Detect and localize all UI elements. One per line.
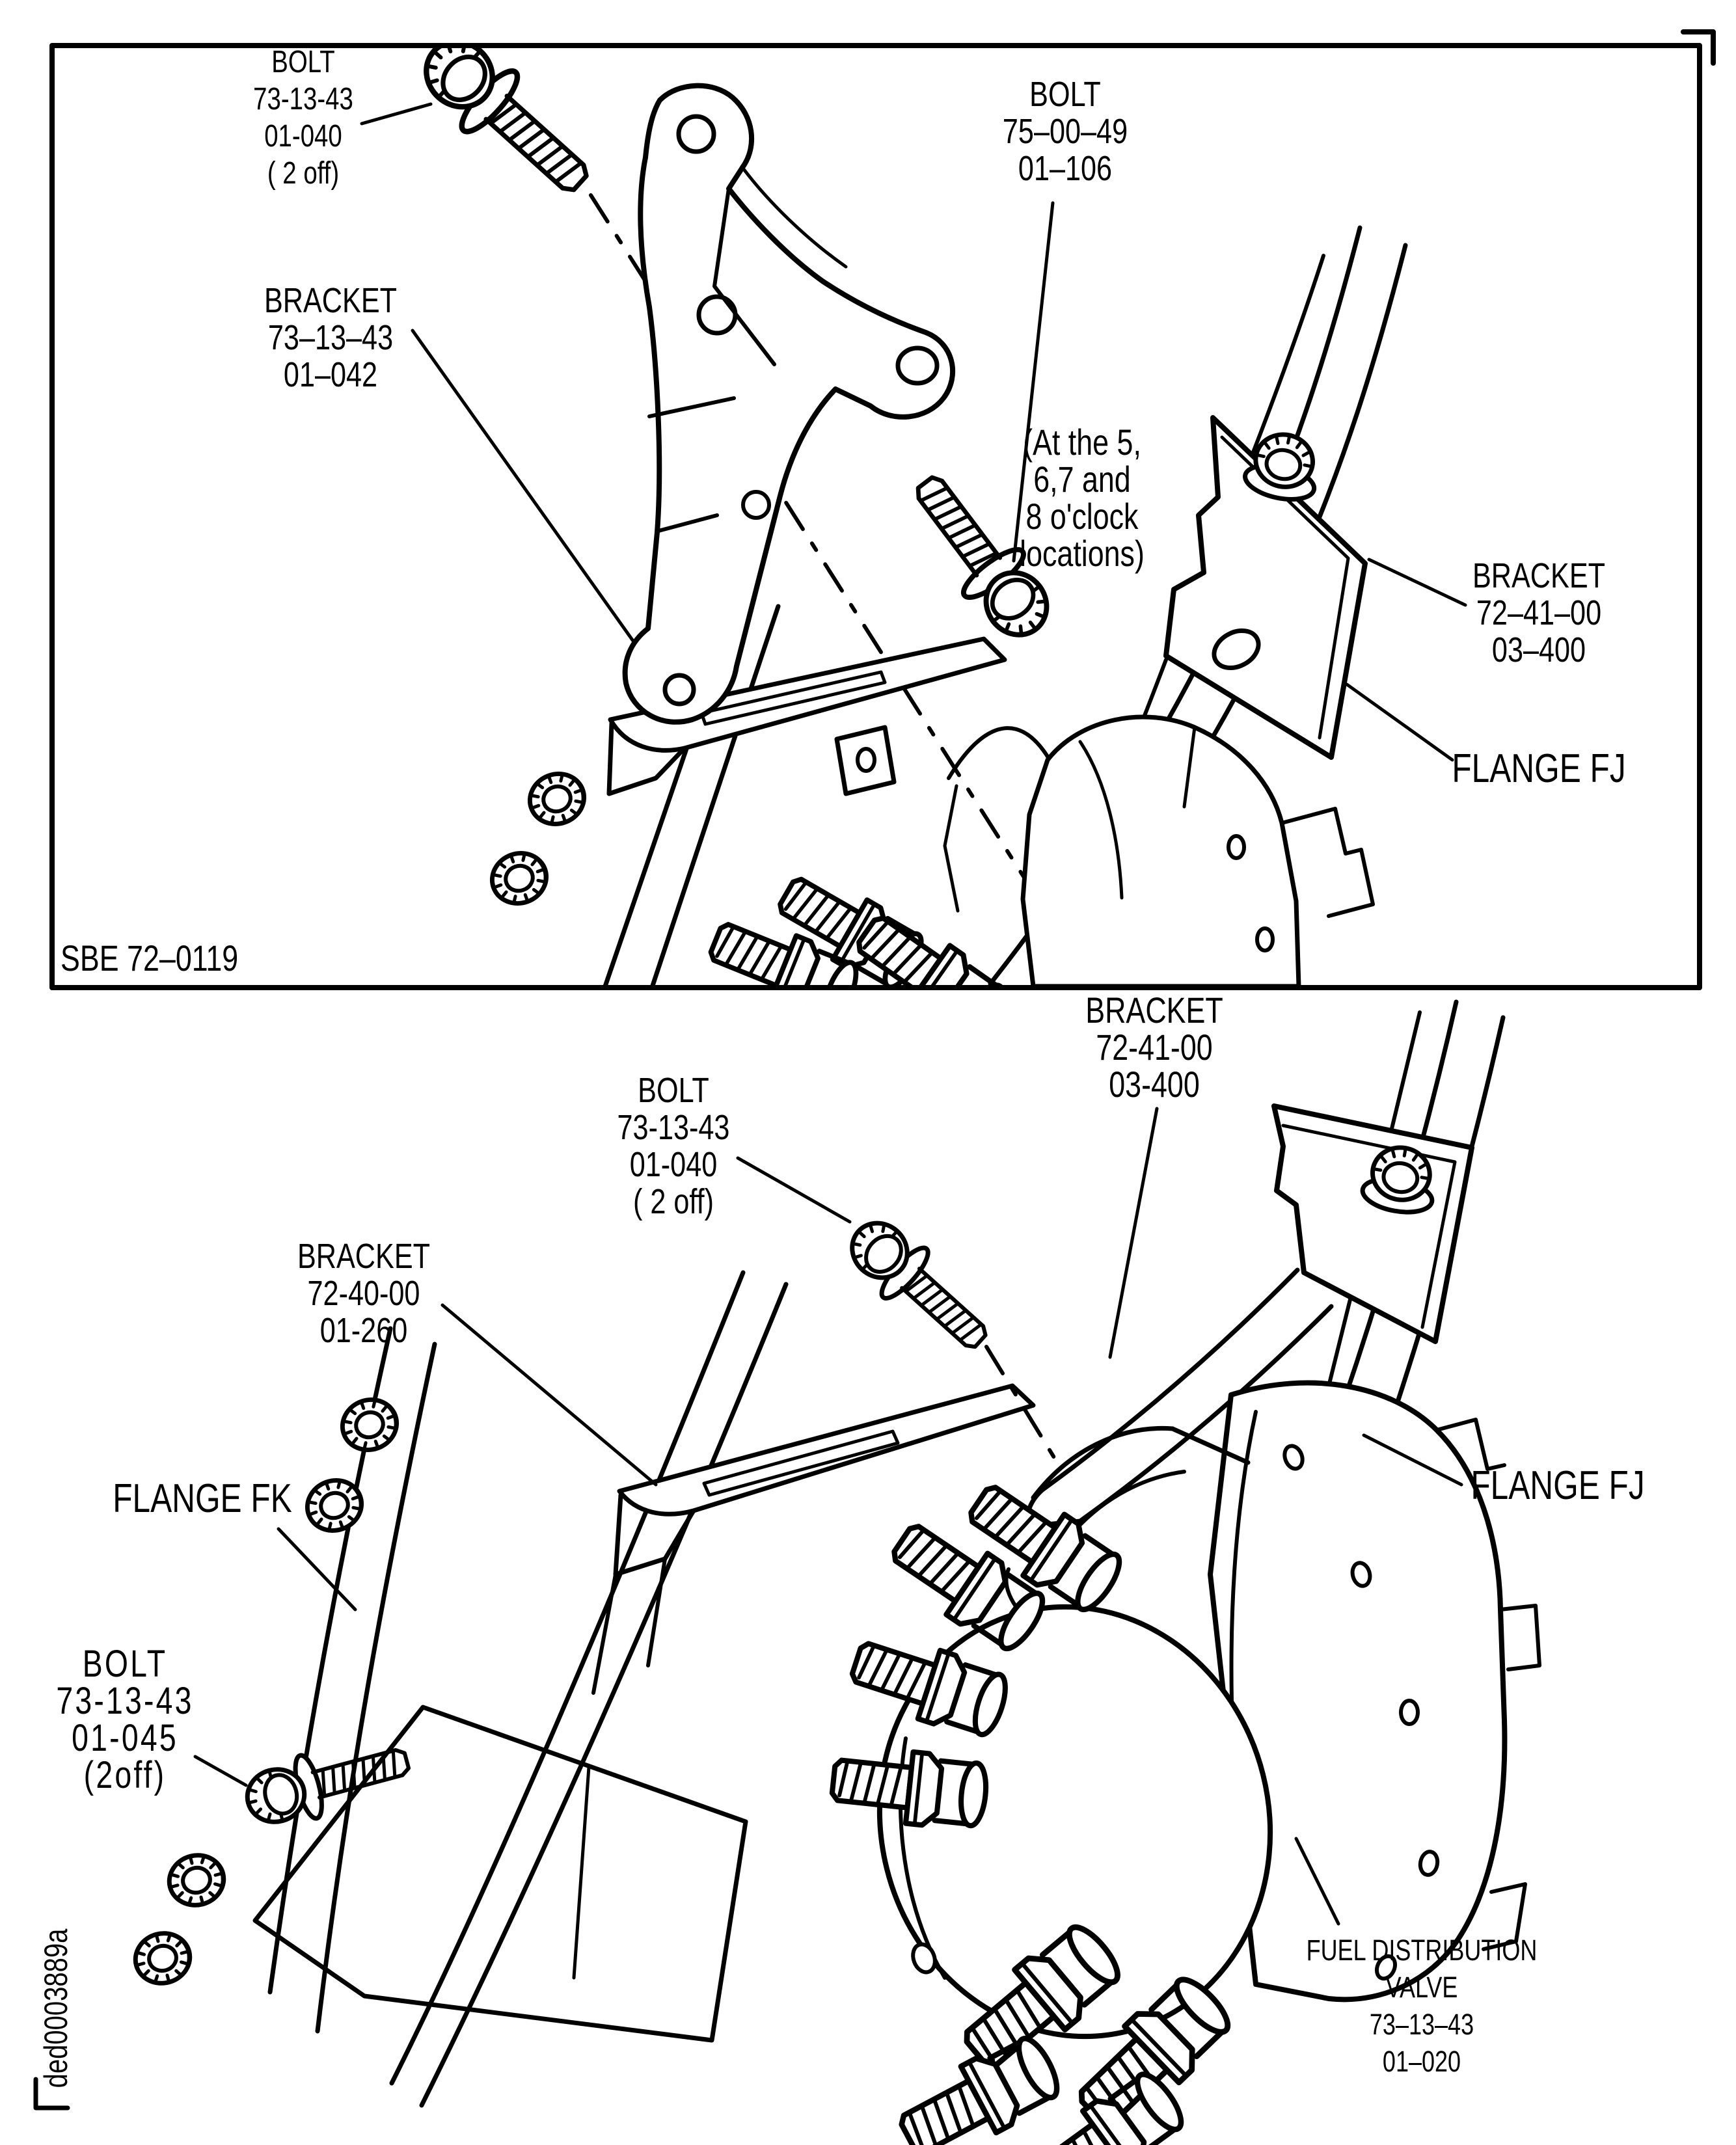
bracket-72-41-00-03-400-illustration-top <box>1163 415 1368 760</box>
label-clock-location-note: (At the 5, 6,7 and 8 o'clock locations) <box>1020 422 1145 574</box>
label-fuel-distribution-valve: FUEL DISTRIBUTION VALVE 73–13–43 01–020 <box>1306 1934 1538 2078</box>
label-bracket-73-13-43-01-042: BRACKET 73–13–43 01–042 <box>264 281 398 394</box>
bracket-72-41-00-03-400-illustration-bottom <box>1025 1103 1474 1529</box>
bolt-73-13-43-01-045-illustration <box>240 1729 415 1835</box>
loose-nut-icon <box>485 846 554 911</box>
label-flange-fj-top: FLANGE FJ <box>1452 746 1626 791</box>
flange-fk-curves-bottom <box>267 1270 789 2108</box>
figure-code: SBE 72–0119 <box>61 938 239 978</box>
label-flange-fj-bottom: FLANGE FJ <box>1471 1463 1645 1508</box>
loose-nut-icon <box>523 766 591 831</box>
loose-nut-icon <box>164 1849 230 1911</box>
pump-assembly-top <box>606 636 1375 985</box>
assembly-axis-dashed-line-bottom <box>984 1345 1060 1466</box>
bracket-72-40-00-01-260-illustration <box>591 1383 1036 1695</box>
label-bracket-72-41-00-03-400-top: BRACKET 72–41–00 03–400 <box>1472 556 1606 669</box>
fuel-distribution-valve-illustration <box>830 1380 1541 2145</box>
label-bolt-73-13-43-01-040-top: BOLT 73-13-43 01-040 ( 2 off) <box>253 45 353 191</box>
bracket-73-13-43-01-042-illustration <box>622 83 956 725</box>
document-id-vertical: ded0003889a <box>38 1928 74 2088</box>
loose-nut-icon <box>130 1927 196 1989</box>
bolt-73-13-43-01-040-illustration-bottom <box>837 1207 1002 1365</box>
label-bolt-73-13-43-01-045: BOLT 73-13-43 01-045 (2off) <box>56 1643 194 1796</box>
figure-top-illustration <box>360 22 1467 985</box>
bolt-73-13-43-01-040-illustration-top <box>408 22 606 212</box>
page-corner-mark-top-right <box>1681 29 1716 66</box>
label-bolt-75-00-49: BOLT 75–00–49 01–106 <box>1002 75 1128 188</box>
figure-top-border <box>49 43 1702 990</box>
label-bracket-72-40-00-01-260: BRACKET 72-40-00 01-260 <box>297 1237 431 1350</box>
leader-lines-bottom <box>193 1107 1463 1926</box>
label-bolt-73-13-43-01-040-bottom: BOLT 73-13-43 01-040 ( 2 off) <box>617 1071 730 1221</box>
loose-nut-icon <box>336 1392 404 1457</box>
page-corner-mark-bottom-left <box>33 2077 70 2111</box>
figure-bottom-illustration <box>130 999 1541 2145</box>
leader-lines-top <box>360 102 1467 762</box>
mounting-plate-lines <box>252 1705 748 2043</box>
label-flange-fk: FLANGE FK <box>113 1476 292 1521</box>
label-bracket-72-41-00-03-400-bottom: BRACKET 72-41-00 03-400 <box>1085 990 1223 1105</box>
